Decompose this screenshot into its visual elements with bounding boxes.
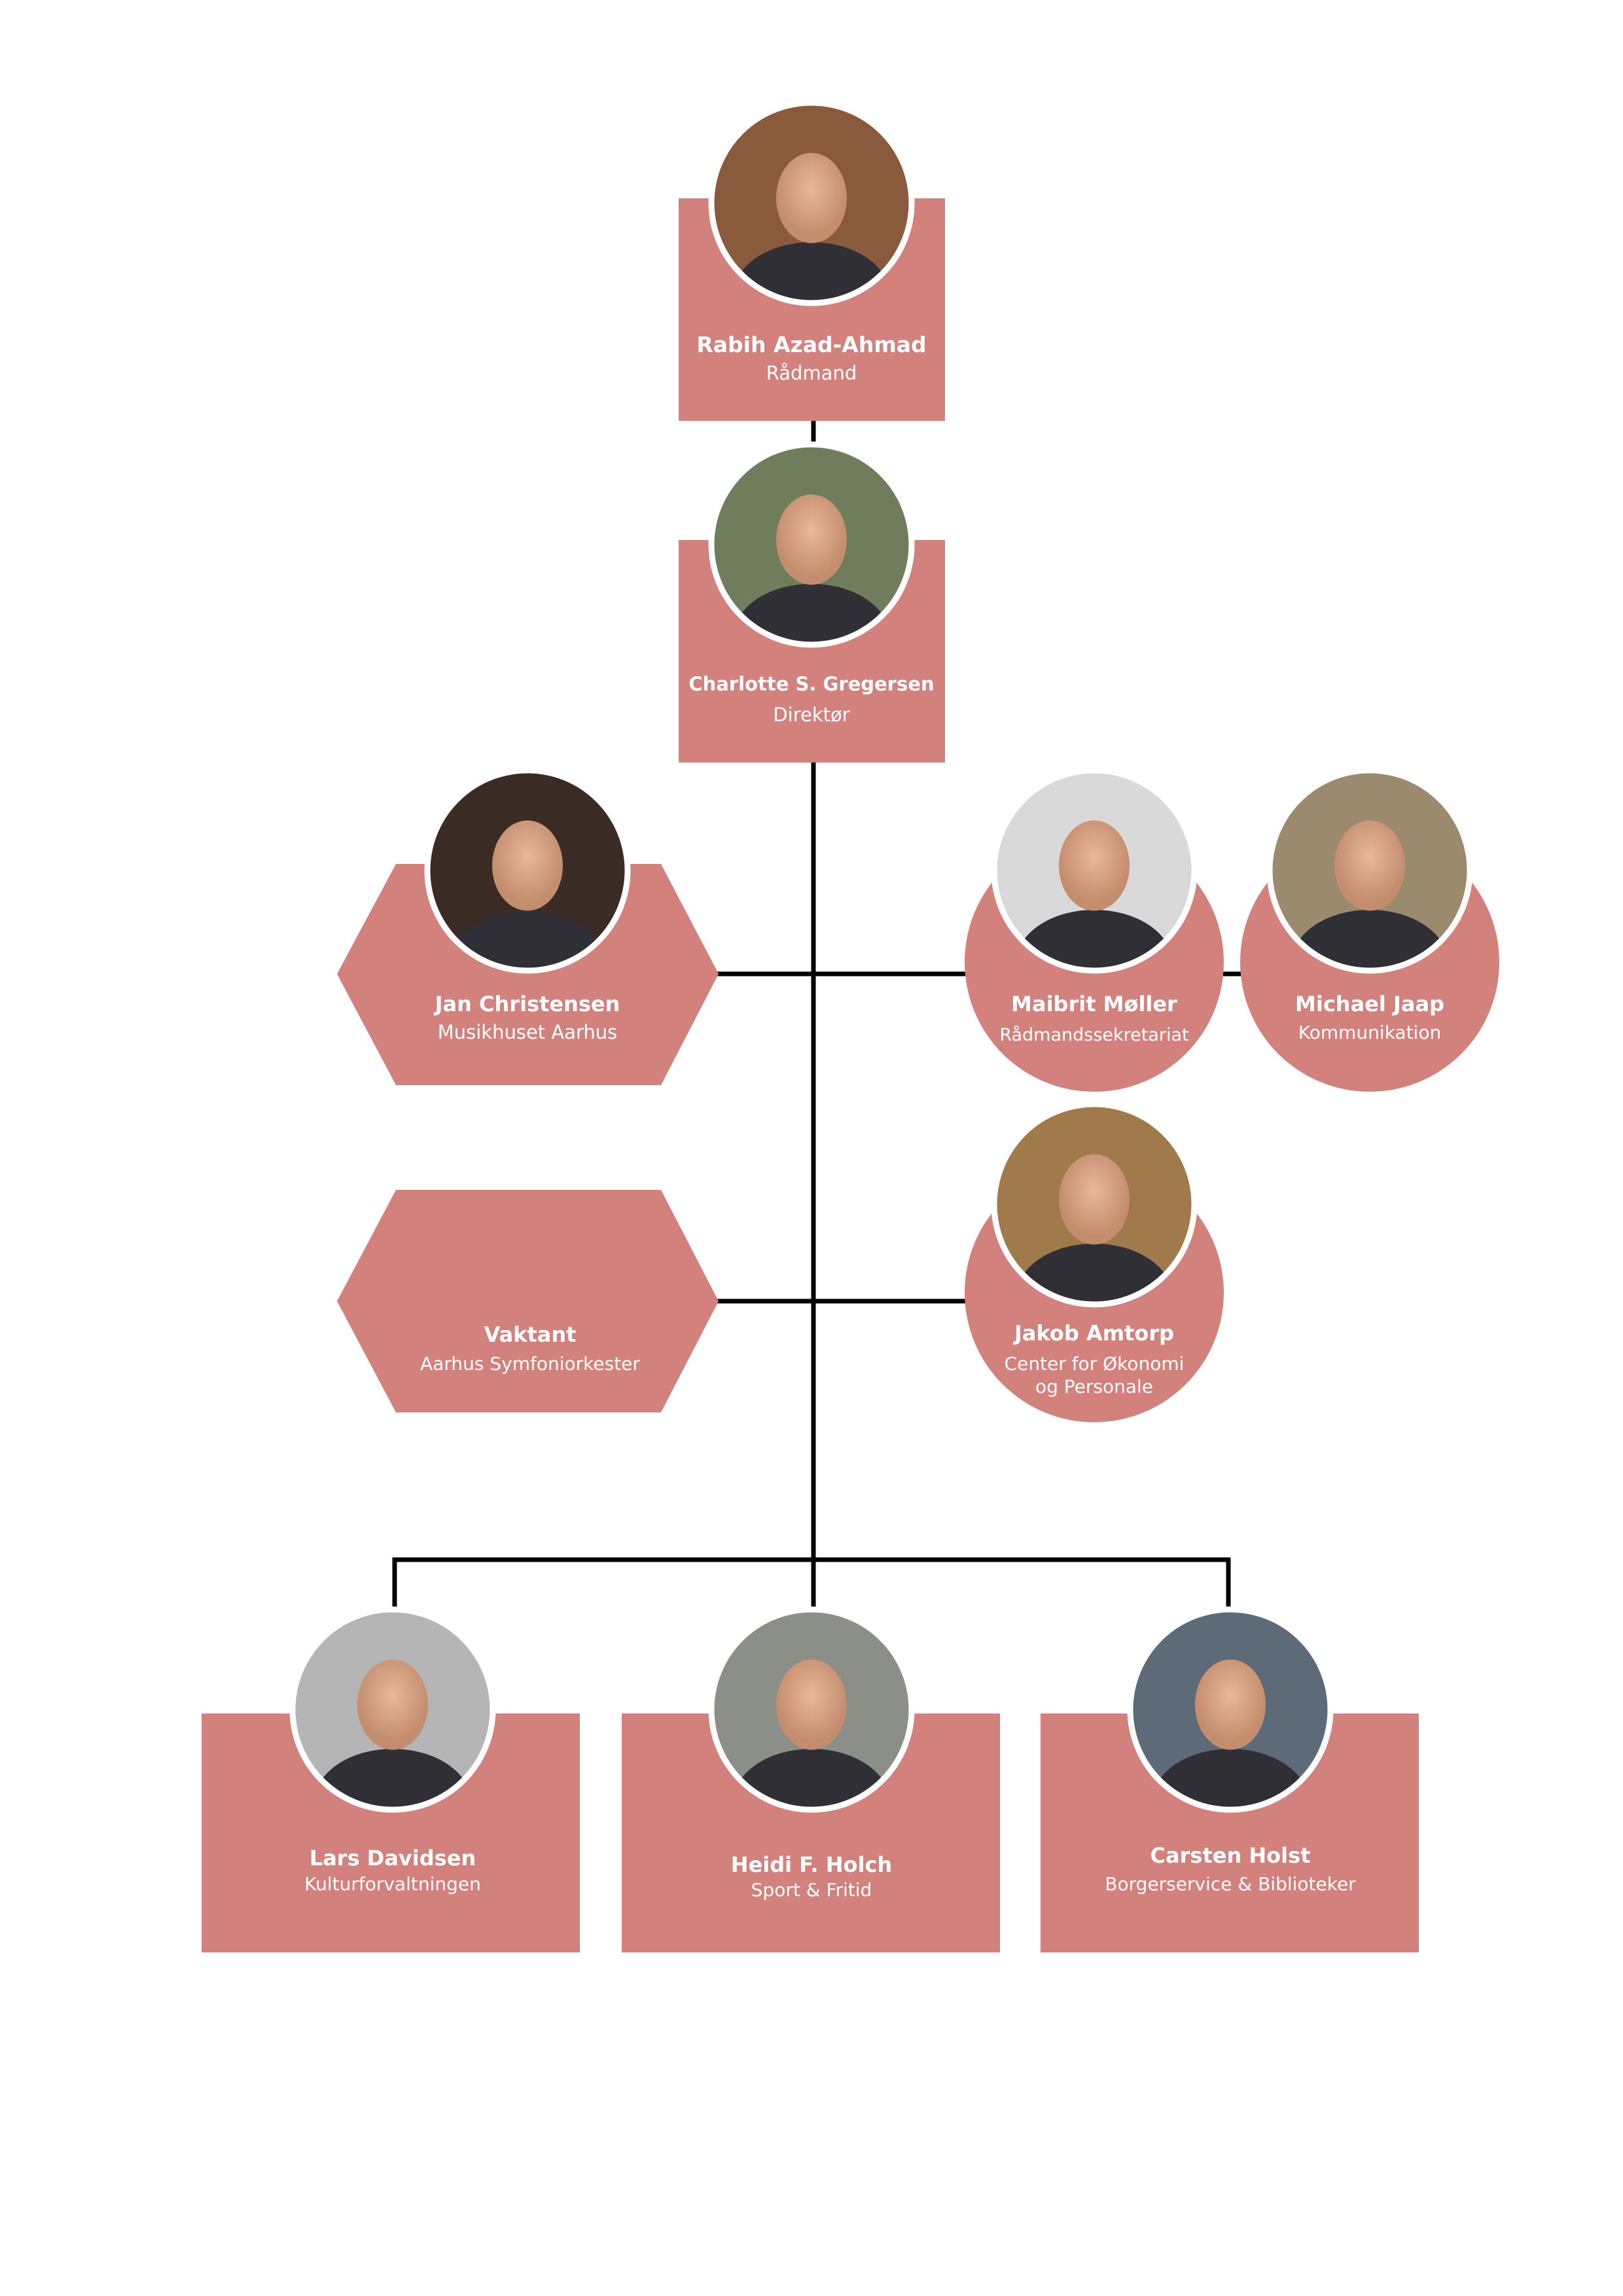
photo-ring-okonomi	[991, 1101, 1198, 1308]
photo-musikhuset	[424, 767, 631, 974]
role-okonomi-line1: Center for Økonomi	[1005, 1353, 1185, 1374]
photo-ring-direktor	[708, 441, 915, 648]
name-kommunikation: Michael Jaap	[1295, 992, 1444, 1016]
name-direktor: Charlotte S. Gregersen	[688, 673, 934, 695]
photo-ring-kommunikation	[1266, 767, 1473, 974]
role-okonomi-line2: og Personale	[1035, 1376, 1153, 1397]
name-borger: Carsten Holst	[1150, 1843, 1311, 1868]
role-direktor: Direktør	[773, 704, 849, 726]
role-kommunikation: Kommunikation	[1298, 1022, 1441, 1043]
role-symfoni: Aarhus Symfoniorkester	[420, 1353, 640, 1374]
photo-okonomi	[991, 1101, 1198, 1308]
photo-borger	[1127, 1606, 1334, 1813]
name-sport: Heidi F. Holch	[731, 1852, 892, 1877]
hex-musikhuset	[337, 864, 719, 1085]
photo-kultur	[289, 1606, 496, 1813]
photo-ring-musikhuset	[424, 767, 631, 974]
name-okonomi: Jakob Amtorp	[1013, 1321, 1174, 1346]
role-borger: Borgerservice & Biblioteker	[1105, 1873, 1356, 1895]
portrait-photos	[289, 99, 1473, 1813]
node-labels: Rabih Azad-Ahmad Rådmand Charlotte S. Gr…	[304, 332, 1444, 1901]
name-sekretariat: Maibrit Møller	[1011, 992, 1177, 1016]
role-sekretariat: Rådmandssekretariat	[999, 1025, 1188, 1045]
role-radmand: Rådmand	[766, 362, 857, 384]
photo-ring-kultur	[289, 1606, 496, 1813]
photo-radmand	[708, 99, 915, 306]
photo-sekretariat	[991, 767, 1198, 974]
role-kultur: Kulturforvaltningen	[304, 1873, 481, 1895]
name-radmand: Rabih Azad-Ahmad	[696, 332, 926, 357]
photo-direktor	[708, 441, 915, 648]
hex-symfoni	[337, 1190, 719, 1412]
name-kultur: Lars Davidsen	[310, 1846, 476, 1871]
photo-kommunikation	[1266, 767, 1473, 974]
photo-ring-radmand	[708, 99, 915, 306]
name-symfoni: Vaktant	[484, 1322, 577, 1347]
photo-ring-sekretariat	[991, 767, 1198, 974]
photo-ring-sport	[708, 1606, 915, 1813]
role-sport: Sport & Fritid	[751, 1879, 872, 1901]
role-musikhuset: Musikhuset Aarhus	[438, 1021, 618, 1043]
photo-ring-borger	[1127, 1606, 1334, 1813]
photo-sport	[708, 1606, 915, 1813]
name-musikhuset: Jan Christensen	[434, 992, 620, 1016]
